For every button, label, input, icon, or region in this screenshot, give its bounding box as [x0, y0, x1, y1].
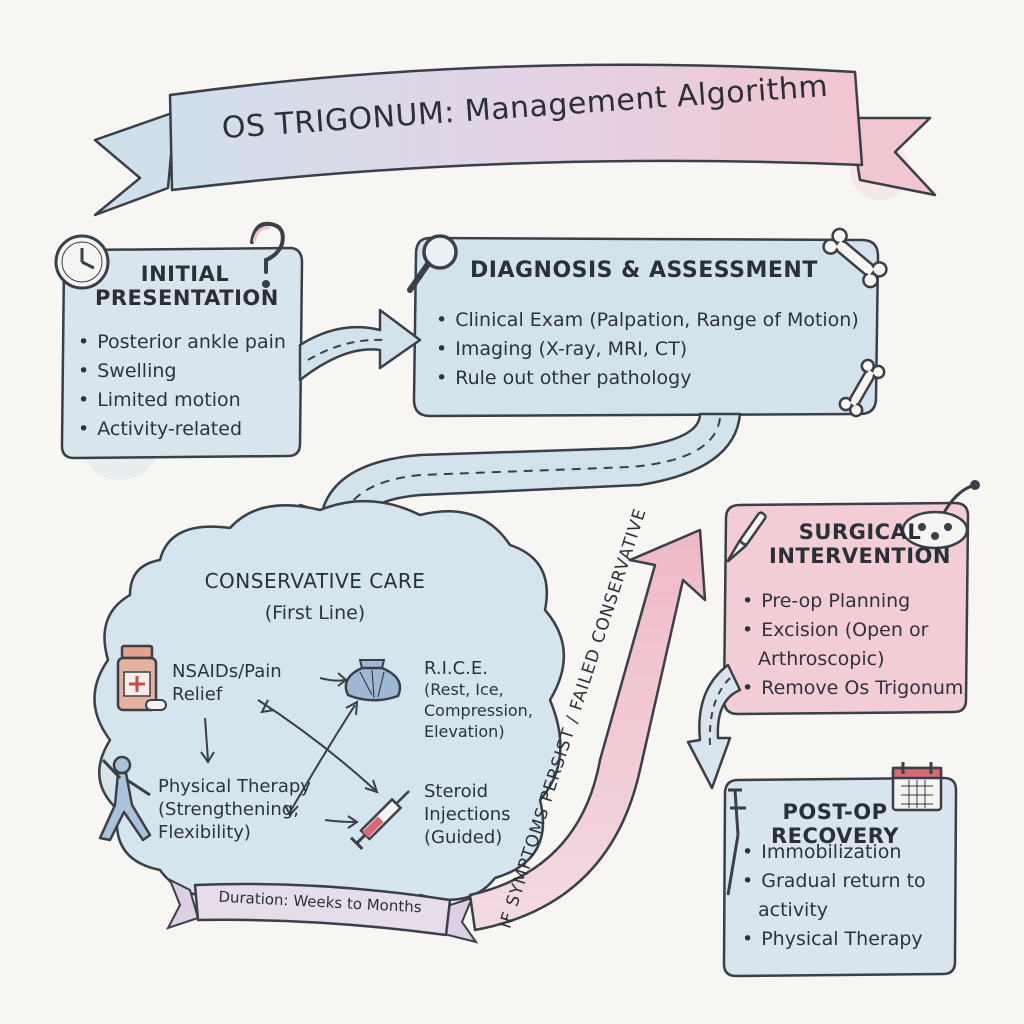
- list-item: Arthroscopic): [742, 645, 963, 674]
- escalation-arrow: [468, 528, 707, 932]
- pt-line2: (Strengthening,: [158, 799, 299, 820]
- steroid-line3: (Guided): [424, 827, 503, 848]
- list-item: Posterior ankle pain: [78, 328, 286, 357]
- nsaids-line2: Relief: [172, 684, 223, 705]
- surgical-title: SURGICAL INTERVENTION: [760, 520, 960, 568]
- crutch-icon: [726, 788, 746, 896]
- list-item: Activity-related: [78, 415, 286, 444]
- duration-ribbon: [165, 877, 479, 944]
- rice-node: R.I.C.E. (Rest, Ice, Compression, Elevat…: [424, 658, 533, 742]
- surgical-title-line1: SURGICAL: [798, 520, 922, 544]
- surgical-list: Pre-op Planning Excision (Open or Arthro…: [742, 587, 963, 703]
- arrow-surgical-to-postop: [686, 663, 742, 790]
- list-item: Limited motion: [78, 386, 286, 415]
- conservative-care-subtitle: (First Line): [264, 602, 366, 624]
- title-banner: [93, 63, 937, 217]
- yoga-figure-icon: [98, 755, 152, 842]
- postop-list: Immobilization Gradual return to activit…: [742, 838, 926, 954]
- list-item: Gradual return to: [742, 867, 925, 896]
- list-item: Swelling: [78, 357, 286, 386]
- rice-line4: Elevation): [424, 722, 505, 741]
- list-item: Pre-op Planning: [742, 587, 963, 616]
- list-item: Remove Os Trigonum: [742, 674, 963, 703]
- diagnosis-title: DIAGNOSIS & ASSESSMENT: [470, 258, 818, 283]
- rice-line2: (Rest, Ice,: [424, 680, 504, 699]
- physical-therapy-node: Physical Therapy (Strengthening, Flexibi…: [158, 775, 311, 844]
- rice-line3: Compression,: [424, 701, 533, 720]
- pill-bottle-icon: [116, 644, 167, 712]
- list-item: activity: [742, 896, 926, 925]
- list-item: Rule out other pathology: [436, 364, 859, 393]
- steroid-line2: Injections: [424, 804, 511, 825]
- postop-title-line1: POST-OP: [782, 800, 888, 824]
- conservative-flow-arrows: [200, 672, 379, 829]
- list-item: Clinical Exam (Palpation, Range of Motio…: [436, 306, 859, 335]
- conservative-care-title: CONSERVATIVE CARE: [204, 569, 426, 593]
- list-item: Imaging (X-ray, MRI, CT): [436, 335, 859, 364]
- list-item: Excision (Open or: [742, 616, 963, 645]
- arrow-initial-to-diagnosis: [298, 308, 422, 382]
- list-item-text: Arthroscopic): [758, 648, 885, 670]
- list-item: Physical Therapy: [742, 925, 926, 954]
- steroid-node: Steroid Injections (Guided): [424, 780, 511, 849]
- pt-line3: Flexibility): [158, 822, 251, 843]
- diagnosis-list: Clinical Exam (Palpation, Range of Motio…: [436, 306, 859, 393]
- list-item-text: activity: [758, 899, 829, 921]
- initial-presentation-title-line1: INITIAL: [140, 262, 230, 286]
- syringe-icon: [349, 790, 410, 851]
- steroid-line1: Steroid: [424, 781, 489, 802]
- surgical-lamp-icon: [901, 480, 980, 550]
- nsaids-node: NSAIDs/Pain Relief: [172, 660, 282, 706]
- initial-presentation-list: Posterior ankle pain Swelling Limited mo…: [78, 328, 286, 444]
- scalpel-icon: [726, 511, 767, 563]
- clock-icon: [54, 234, 110, 290]
- ice-pack-icon: [344, 659, 402, 702]
- rice-line1: R.I.C.E.: [424, 658, 489, 679]
- question-mark-icon: [250, 221, 285, 288]
- nsaids-line1: NSAIDs/Pain: [172, 661, 282, 682]
- conservative-care-cloud: [93, 499, 566, 911]
- calendar-icon: [891, 762, 943, 812]
- list-item: Immobilization: [742, 838, 926, 867]
- magnifier-icon: [407, 234, 458, 293]
- pt-line1: Physical Therapy: [158, 776, 311, 797]
- initial-presentation-title: INITIAL PRESENTATION: [95, 262, 279, 311]
- initial-presentation-title-line2: PRESENTATION: [95, 286, 279, 311]
- surgical-title-line2: INTERVENTION: [769, 544, 951, 569]
